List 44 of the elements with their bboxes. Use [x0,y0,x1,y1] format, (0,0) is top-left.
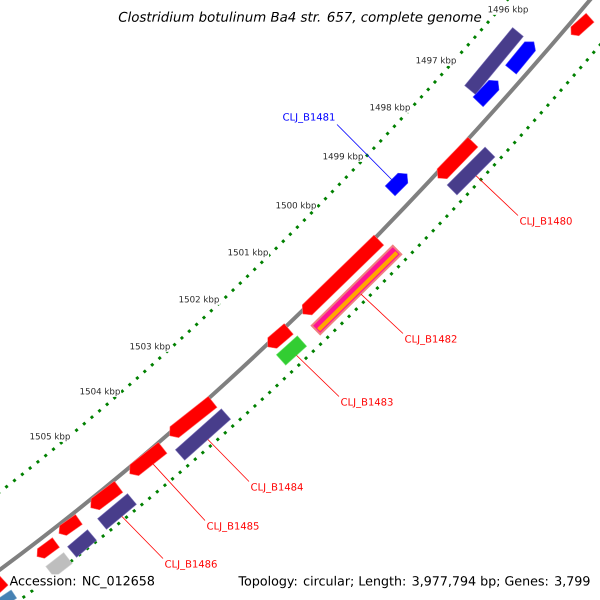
scale-label: 1496 kbp [486,5,530,15]
gene-label: CLJ_B1482 [405,335,456,345]
leader-line [360,294,404,334]
gene-bar [67,529,97,558]
gene-block [267,323,294,349]
scale-label: 1505 kbp [28,432,72,442]
leader-line [122,516,164,559]
scale-label: 1500 kbp [274,201,318,211]
gene-bar [97,493,137,530]
gene-label: CLJ_B1485 [207,522,259,532]
gene-label: CLJ_B1483 [341,398,393,408]
gene-label: CLJ_B1484 [251,483,303,493]
gene-block [36,537,60,559]
gene-block [436,136,478,180]
gene-block [472,80,500,108]
scale-label: 1502 kbp [178,295,220,305]
gene-block [90,480,124,510]
gene-block [169,396,218,438]
footer-text: Accession: NC_012658 [8,574,156,590]
gene-block [302,234,384,316]
gene-block [384,172,408,196]
scale-label: 1497 kbp [414,56,458,66]
leader-line [476,175,518,216]
gene-block [58,514,83,536]
gene-block [129,442,168,476]
scale-label: 1501 kbp [226,248,270,258]
scale-label: 1498 kbp [368,103,412,113]
gene-block [570,12,594,36]
gene-bar [446,146,496,196]
gene-block [505,41,536,75]
scale-label: 1504 kbp [78,387,122,397]
gene-block [0,576,9,593]
gene-label: CLJ_B1480 [520,217,572,227]
gene-label: CLJ_B1481 [283,113,334,123]
gene-bar [464,27,524,95]
leader-line [296,354,340,397]
leader-line [152,464,206,521]
scale-label: 1503 kbp [128,342,172,352]
scale-label: 1499 kbp [322,152,364,162]
gene-label: CLJ_B1486 [165,560,217,570]
footer-text: Topology: circular; Length: 3,977,794 bp; Genes: 3,799 [237,574,592,590]
leader-line [336,124,392,180]
leader-line [208,439,250,482]
title: Clostridium botulinum Ba4 str. 657, complete genome [118,12,482,24]
